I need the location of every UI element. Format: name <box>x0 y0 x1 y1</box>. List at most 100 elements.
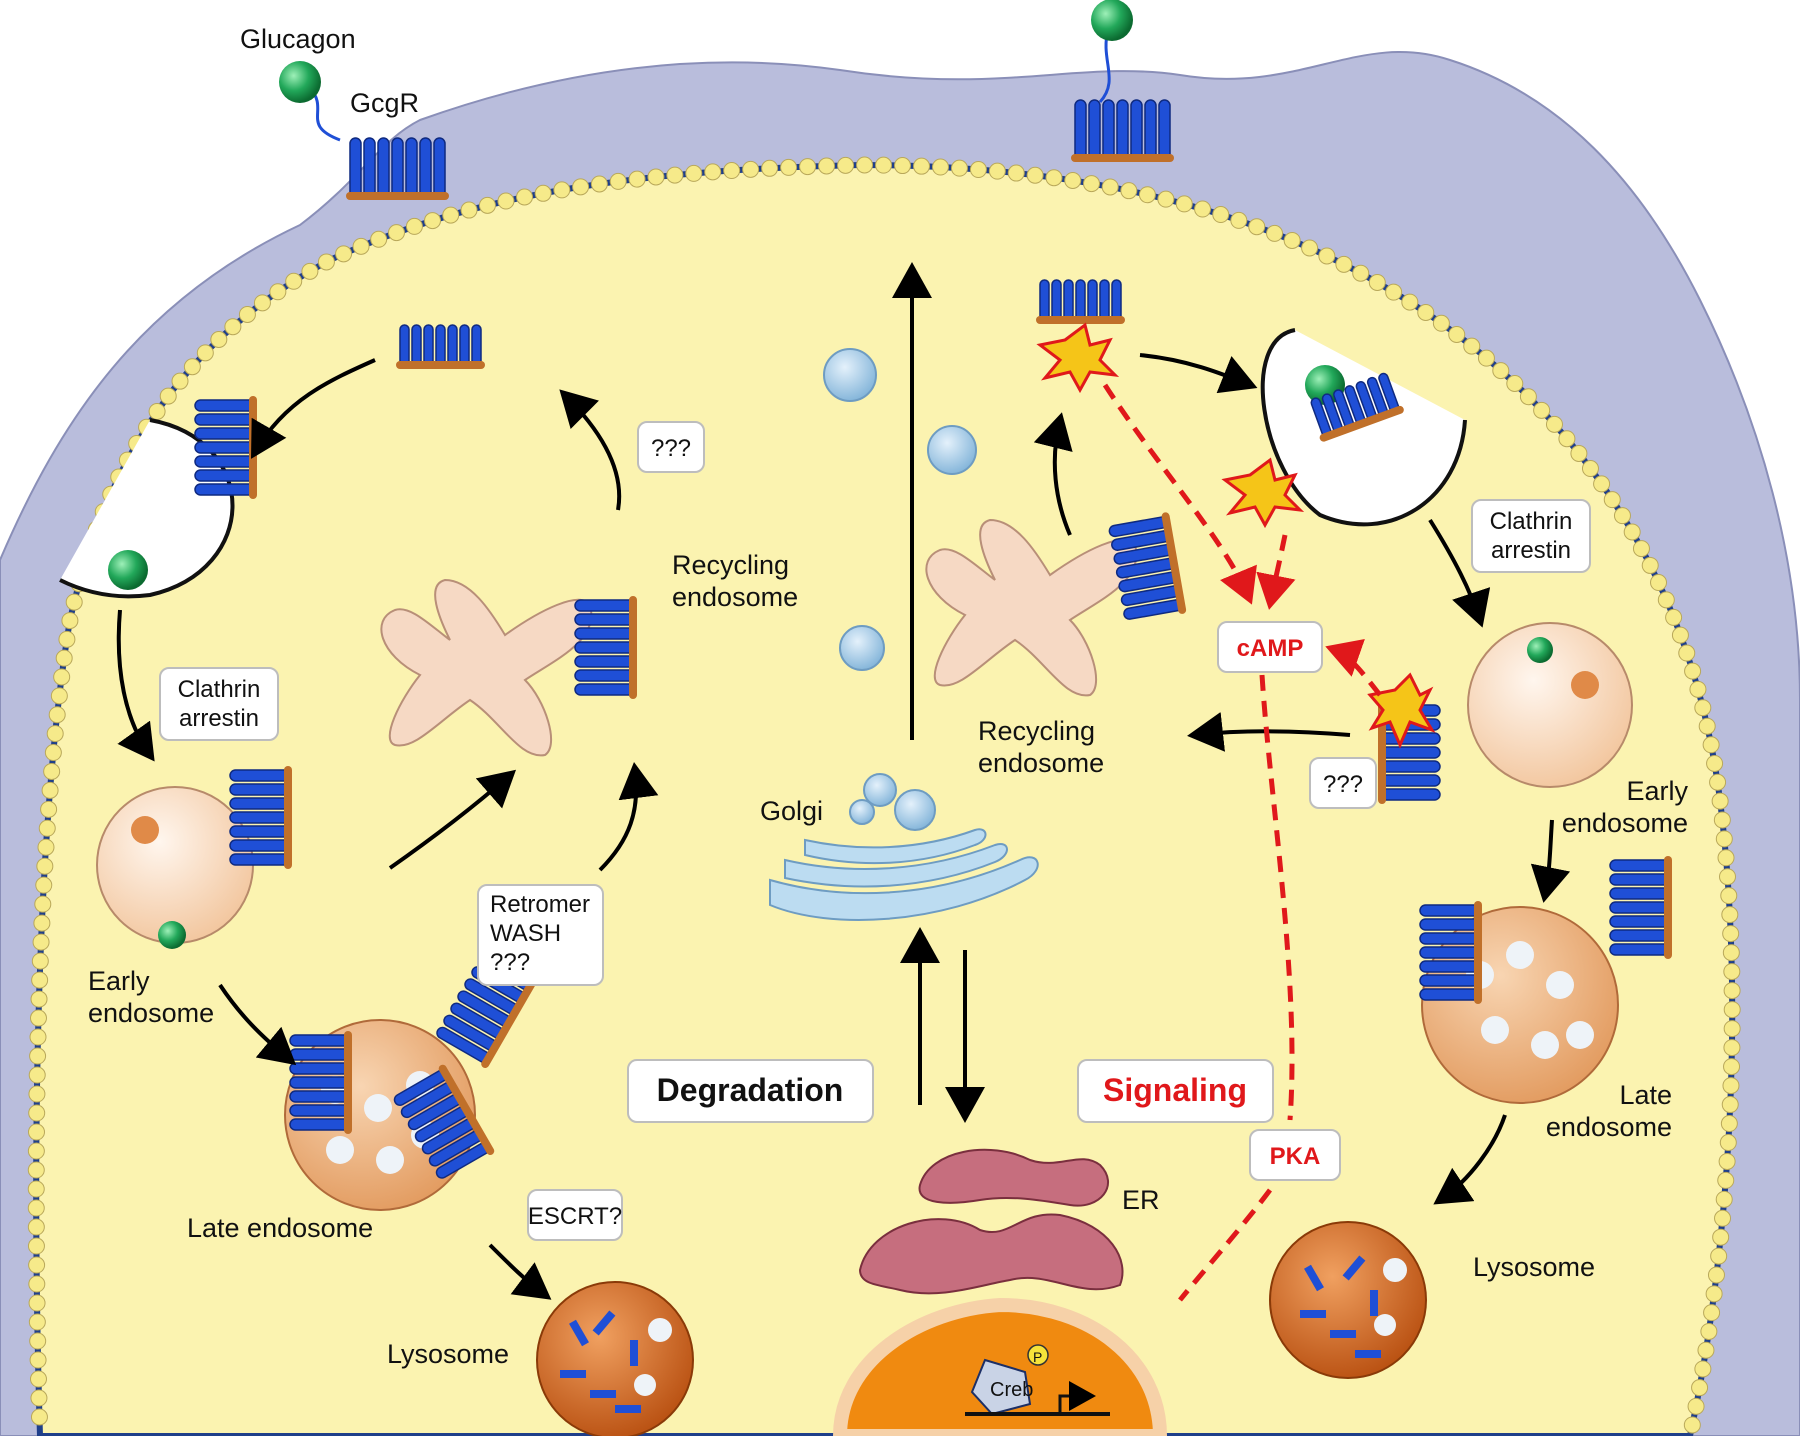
recycling-endosome-right <box>925 518 1138 697</box>
receptor-helix <box>1609 929 1671 942</box>
gcgr-receptor-left-surface <box>346 137 449 200</box>
membrane-bead <box>1477 349 1495 367</box>
membrane-bead <box>43 762 61 780</box>
receptor-membrane-anchor <box>396 361 485 369</box>
membrane-bead <box>516 188 534 206</box>
phospho-label: P <box>1033 1349 1042 1365</box>
membrane-bead <box>28 1123 46 1141</box>
membrane-bead <box>1335 255 1353 273</box>
clathrin-arrestin-box-right: Clathrin arrestin <box>1471 499 1591 573</box>
receptor-helix <box>1051 279 1062 323</box>
membrane-bead <box>1715 830 1733 848</box>
gcgr-receptor-late-right-left <box>1419 901 1482 1004</box>
gcgr-receptor-right-pit <box>1310 372 1404 442</box>
escrt-box: ESCRT? <box>527 1189 623 1241</box>
receptor-helix <box>1379 732 1441 745</box>
membrane-bead <box>65 593 83 611</box>
receptor-helix <box>459 324 470 368</box>
arrow-early-to-late-right <box>1530 819 1571 903</box>
membrane-bead <box>837 156 855 174</box>
arrow-pit-to-early-right <box>1428 518 1491 628</box>
membrane-bead <box>30 990 48 1008</box>
signal-dash-endosome-to-camp <box>1325 639 1382 697</box>
receptor-helix <box>289 1090 351 1103</box>
membrane-bead <box>29 1351 47 1369</box>
membrane-bead <box>628 170 646 188</box>
membrane-bead <box>1175 195 1193 213</box>
membrane-bead <box>590 175 608 193</box>
membrane-bead <box>41 781 59 799</box>
membrane-bead <box>44 744 62 762</box>
membrane-bead <box>799 158 817 176</box>
membrane-bead <box>1545 415 1563 433</box>
membrane-bead <box>1570 444 1588 462</box>
membrane-bead <box>1064 171 1082 189</box>
membrane-bead <box>1432 314 1450 332</box>
degradation-box: Degradation <box>627 1059 874 1123</box>
membrane-bead <box>301 262 319 280</box>
receptor-helix <box>1087 279 1098 323</box>
membrane-bead <box>1506 374 1524 392</box>
membrane-bead <box>1533 401 1551 419</box>
receptor-helix <box>1075 279 1086 323</box>
signal-dash-pka-to-nucleus <box>1178 1188 1272 1302</box>
membrane-bead <box>1723 1039 1741 1057</box>
degradation-label: Degradation <box>657 1072 844 1108</box>
receptor-helix <box>391 137 404 199</box>
membrane-bead <box>1301 239 1319 257</box>
g-protein-burst-top <box>1036 322 1120 394</box>
lysosome-right-label: Lysosome <box>1473 1252 1595 1282</box>
er-label: ER <box>1122 1185 1160 1215</box>
receptor-helix <box>419 137 432 199</box>
membrane-bead <box>424 212 442 230</box>
receptor-helix <box>194 483 256 496</box>
membrane-bead <box>1723 1020 1741 1038</box>
recycling-endosome-right-label-2: endosome <box>978 748 1104 778</box>
glucagon-ligand-left <box>279 61 321 103</box>
membrane-bead <box>1613 507 1631 525</box>
receptor-helix <box>1116 99 1129 161</box>
early-endosome-left-label: Early <box>88 966 150 996</box>
membrane-bead <box>1212 206 1230 224</box>
membrane-bead <box>1026 166 1044 184</box>
receptor-helix <box>1099 279 1110 323</box>
receptor-helix <box>194 427 256 440</box>
membrane-bead <box>1463 337 1481 355</box>
receptor-helix <box>289 1034 351 1047</box>
recycling-endosome-right-label: Recycling <box>978 716 1095 746</box>
receptor-helix <box>574 683 636 696</box>
receptor-helix <box>574 599 636 612</box>
lysosome-right-vesicle <box>1374 1314 1396 1336</box>
membrane-bead <box>30 1408 48 1426</box>
receptor-helix <box>349 137 362 199</box>
receptor-helix <box>1379 788 1441 801</box>
receptor-helix <box>1419 946 1481 959</box>
membrane-bead <box>171 372 189 390</box>
membrane-bead <box>1593 475 1611 493</box>
pka-box: PKA <box>1249 1129 1341 1181</box>
membrane-bead <box>497 192 515 210</box>
membrane-bead <box>1722 925 1740 943</box>
creb-label: Creb <box>990 1379 1033 1401</box>
membrane-bead <box>1698 717 1716 735</box>
membrane-bead <box>478 196 496 214</box>
membrane-bead <box>1717 849 1735 867</box>
membrane-bead <box>28 1294 46 1312</box>
membrane-bead <box>780 158 798 176</box>
signal-dash-camp-to-pka <box>1259 674 1295 1121</box>
membrane-bead <box>1709 773 1727 791</box>
membrane-bead <box>53 668 71 686</box>
unknown-label: ??? <box>651 435 691 462</box>
membrane-bead <box>818 157 836 175</box>
signal-dash-membrane-to-camp <box>1102 383 1257 605</box>
phospho-group <box>1027 1344 1049 1366</box>
unknown-box-right: ??? <box>1309 757 1377 809</box>
membrane-bead <box>1711 792 1729 810</box>
signaling-box: Signaling <box>1077 1059 1274 1123</box>
gcgr-receptor-recycling-left <box>574 596 637 699</box>
membrane-bead <box>387 224 405 242</box>
membrane-bead <box>1283 231 1301 249</box>
membrane-bead <box>950 159 968 177</box>
receptor-membrane-anchor <box>344 1031 352 1134</box>
membrane-bead <box>159 387 177 405</box>
